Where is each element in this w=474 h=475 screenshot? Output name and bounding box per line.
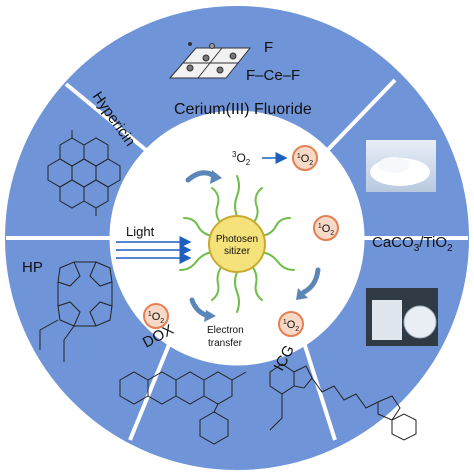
electron-transfer-line1: Electron bbox=[207, 325, 244, 336]
caco3-tio2-label: CaCO3/TiO2 bbox=[372, 234, 453, 254]
cerium-crystal-structure bbox=[168, 42, 252, 79]
hypericin-structure bbox=[47, 130, 121, 216]
dox-structure bbox=[119, 371, 247, 445]
singlet-oxygen-4: 1O2 bbox=[278, 311, 304, 337]
wavy-chains bbox=[179, 175, 295, 313]
light-label: Light bbox=[126, 224, 155, 239]
svg-text:1O2: 1O2 bbox=[283, 319, 299, 333]
hp-structure bbox=[39, 261, 113, 362]
svg-text:1O2: 1O2 bbox=[297, 153, 313, 167]
container-image bbox=[366, 288, 438, 346]
icg-structure bbox=[269, 363, 417, 441]
light-arrows bbox=[116, 236, 192, 264]
powder-image bbox=[366, 140, 436, 192]
core-label-line2: sitizer bbox=[224, 246, 251, 257]
cerium-label: Cerium(III) Fluoride bbox=[174, 101, 312, 118]
cerium-formula: F–Ce–F bbox=[246, 67, 300, 84]
electron-transfer-line2: transfer bbox=[208, 338, 243, 349]
hp-label: HP bbox=[22, 259, 43, 276]
svg-text:1O2: 1O2 bbox=[148, 311, 164, 325]
singlet-oxygen-3: 1O2 bbox=[143, 303, 169, 329]
photosensitizer-core bbox=[208, 215, 266, 273]
singlet-oxygen-2: 1O2 bbox=[313, 215, 339, 241]
core-label-line1: Photosen bbox=[216, 234, 258, 245]
singlet-oxygen-1: 1O2 bbox=[292, 145, 318, 171]
cycle-arrowheads bbox=[204, 170, 308, 322]
cerium-formula-top: F bbox=[264, 39, 273, 56]
triplet-oxygen-label: 3O2 bbox=[232, 150, 251, 167]
svg-text:1O2: 1O2 bbox=[318, 223, 334, 237]
